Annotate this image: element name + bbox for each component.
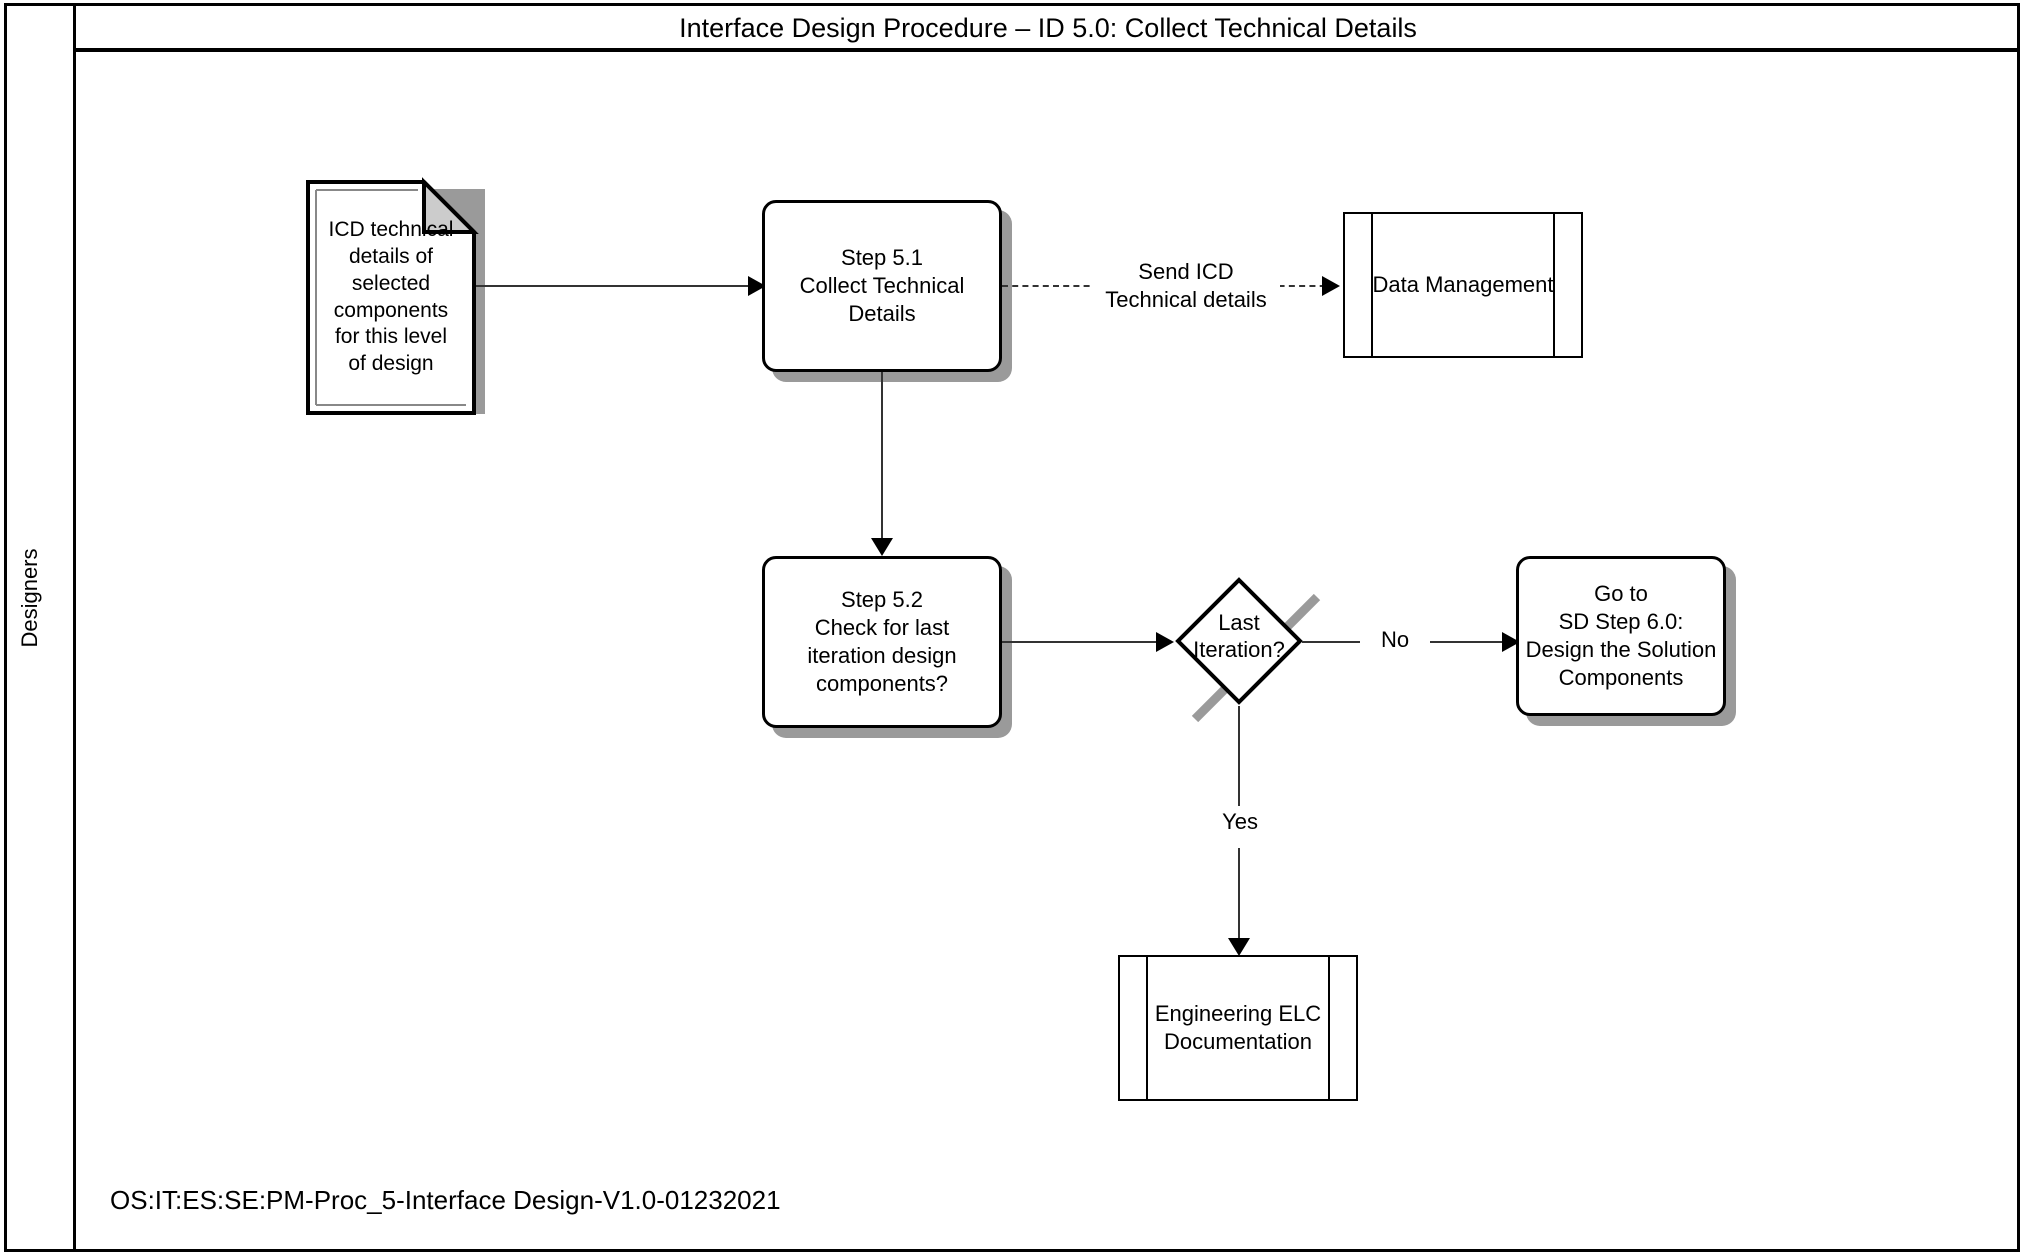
arrowhead-icd-to-step51 [748, 276, 766, 296]
edge-label-no: No [1360, 626, 1430, 654]
engineering-elc-bar-right [1328, 955, 1330, 1101]
connector-step51-to-dm-left [1002, 285, 1110, 287]
node-go-to-sd-step-6-0[interactable]: Go to SD Step 6.0: Design the Solution C… [1516, 556, 1736, 726]
node-step-5-1[interactable]: Step 5.1 Collect Technical Details [762, 200, 1012, 382]
go-to-sd-step-6-0-body [1516, 556, 1726, 716]
connector-step51-to-dm-right [1258, 285, 1336, 287]
footer-document-id: OS:IT:ES:SE:PM-Proc_5-Interface Design-V… [110, 1185, 781, 1215]
arrowhead-step51-to-step52 [871, 538, 893, 556]
swimlane-label-designers: Designers [17, 548, 42, 648]
engineering-elc-bar-left [1146, 955, 1148, 1101]
edge-label-send-icd: Send ICD Technical details [1092, 258, 1280, 313]
connector-icd-to-step51 [476, 285, 766, 287]
node-engineering-elc-documentation[interactable]: Engineering ELC Documentation [1118, 955, 1358, 1101]
icd-document-outline [306, 177, 479, 415]
title-band-rule [76, 48, 2020, 52]
decision-outline [1175, 577, 1321, 723]
connector-no-branch-right [1422, 641, 1520, 643]
node-icd-document[interactable]: ICD technical details of selected compon… [306, 177, 485, 415]
data-management-bar-right [1553, 212, 1555, 358]
connector-step51-to-step52 [881, 372, 883, 552]
connector-step52-to-decision [1002, 641, 1172, 643]
engineering-elc-body [1118, 955, 1358, 1101]
swimlane-divider [73, 3, 76, 1252]
arrowhead-step52-to-decision [1156, 632, 1174, 652]
node-data-management[interactable]: Data Management [1343, 212, 1583, 358]
page-title: Interface Design Procedure – ID 5.0: Col… [679, 13, 1417, 43]
arrowhead-no-branch [1502, 632, 1520, 652]
page-frame [4, 3, 2020, 1252]
connector-yes-branch-lower [1238, 848, 1240, 953]
data-management-bar-left [1371, 212, 1373, 358]
arrowhead-step51-to-dm [1322, 276, 1340, 296]
connector-no-branch-left [1302, 641, 1362, 643]
edge-label-yes: Yes [1196, 808, 1262, 836]
connector-yes-branch-upper [1238, 706, 1240, 806]
step-5-2-body [762, 556, 1002, 728]
arrowhead-yes-branch [1228, 938, 1250, 956]
step-5-1-body [762, 200, 1002, 372]
node-decision-last-iteration[interactable]: Last Iteration? [1174, 576, 1321, 723]
node-step-5-2[interactable]: Step 5.2 Check for last iteration design… [762, 556, 1012, 738]
data-management-body [1343, 212, 1583, 358]
